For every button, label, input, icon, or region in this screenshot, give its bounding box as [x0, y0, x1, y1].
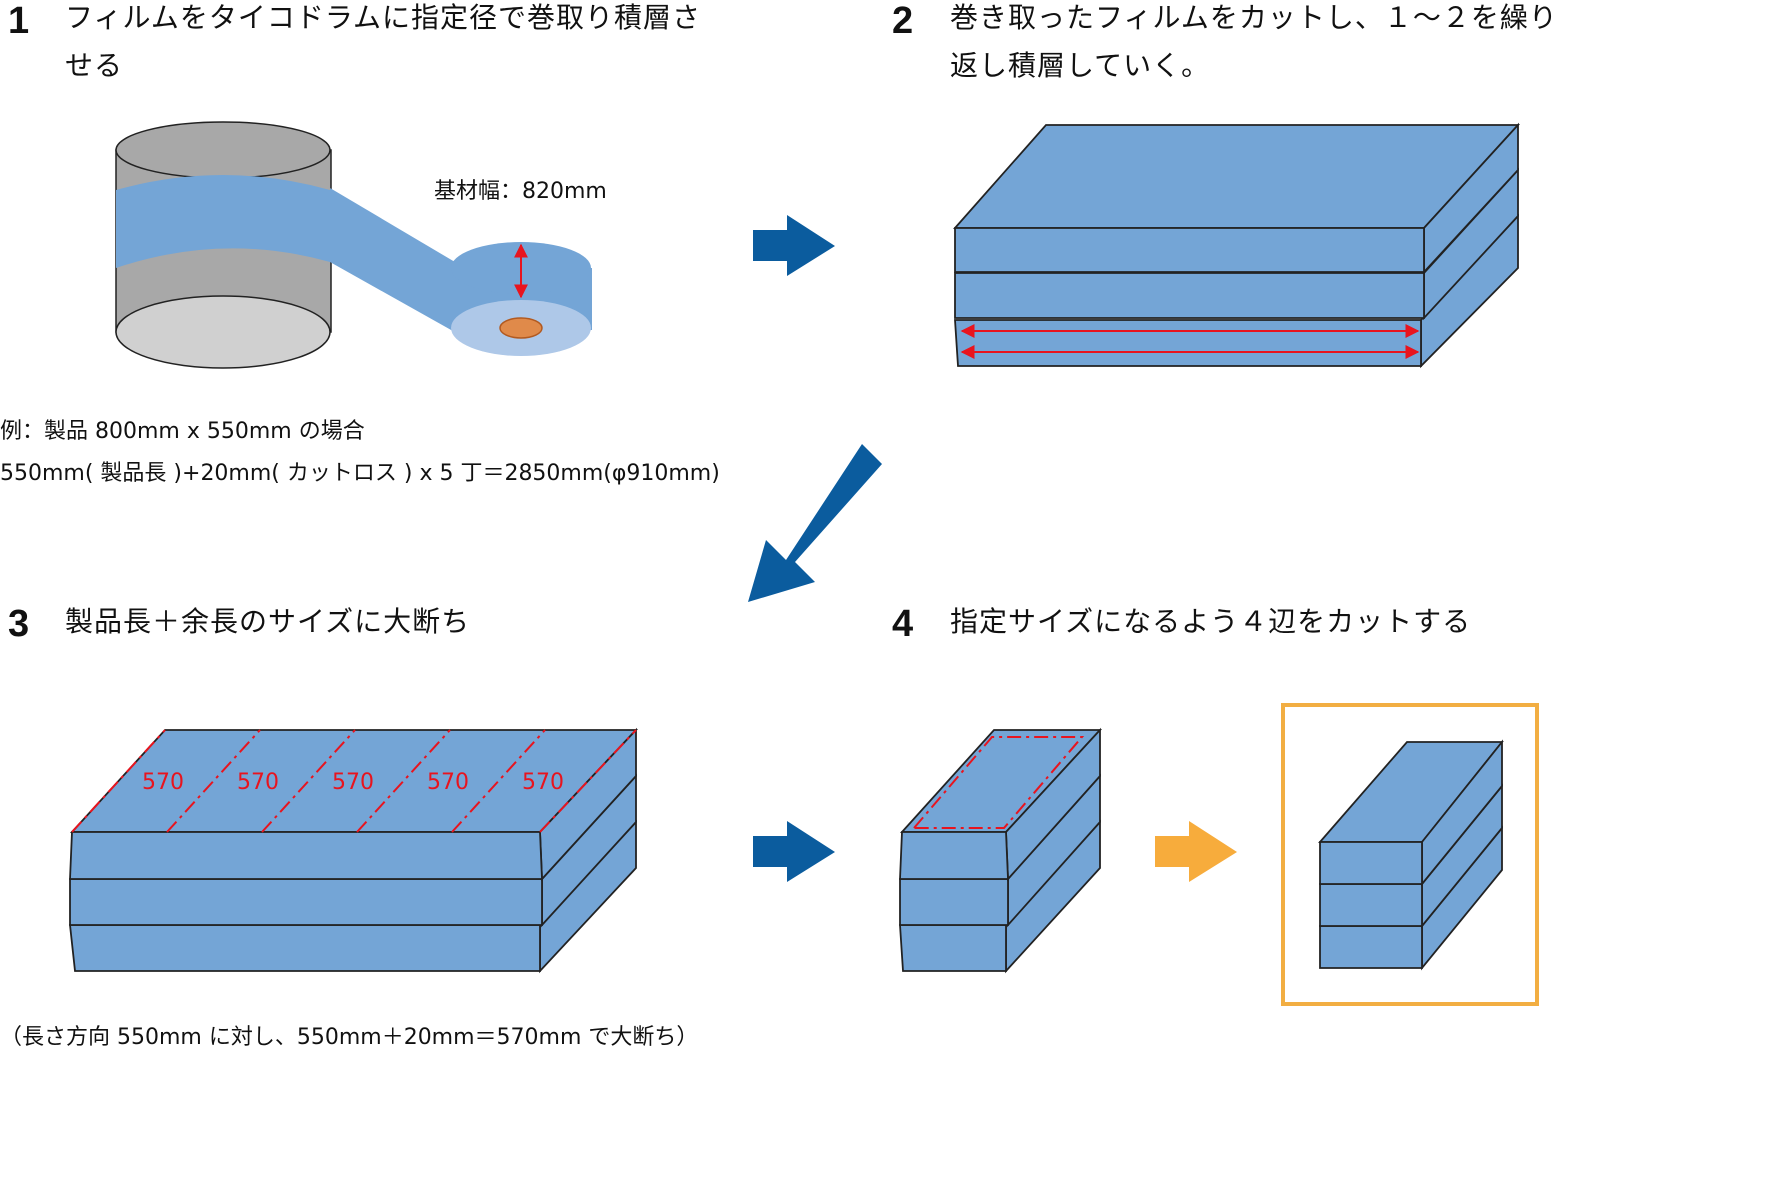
slab-middle-front [954, 272, 1425, 319]
trim-outline [911, 736, 1085, 829]
base-width-label: 基材幅：820mm [434, 179, 607, 204]
cut-segment-label: 570 [427, 770, 469, 795]
cut-lines-step3 [71, 729, 637, 833]
slab-top-face [953, 124, 1521, 229]
stacked-slabs-step2 [953, 122, 1521, 369]
arrow-right-icon [1155, 821, 1237, 882]
cut-segment-label: 570 [332, 770, 374, 795]
example-note-line1: 例：製品 800mm x 550mm の場合 [0, 419, 365, 444]
final-top-front [1319, 841, 1423, 885]
final-product-frame [1281, 703, 1539, 1006]
final-product-block [1318, 739, 1504, 971]
cut-segment-label: 570 [142, 770, 184, 795]
film-band-on-drum [116, 175, 330, 268]
cut-segment-label: 570 [522, 770, 564, 795]
film-strip [330, 188, 460, 335]
roll-core [499, 317, 543, 339]
final-middle-front [1319, 883, 1423, 927]
drum-illustration [115, 121, 332, 369]
block-middle-front [899, 878, 1009, 926]
step-1-text: フィルムをタイコドラムに指定径で巻取り積層させる [65, 1, 702, 82]
film-roll [451, 242, 592, 356]
slab-bottom-front [954, 319, 1422, 367]
step-4-number: 4 [892, 603, 914, 645]
drum-bottom [115, 295, 331, 369]
arrow-right-icon [753, 215, 835, 276]
cut-segment-labels: 570 570 570 570 570 [142, 770, 564, 795]
step-1-number: 1 [8, 0, 30, 42]
stacked-block-untrimmed [899, 727, 1103, 974]
bottom-note: （長さ方向 550mm に対し、550mm＋20mm＝570mm で大断ち） [0, 1025, 699, 1050]
block-top-front [899, 831, 1009, 880]
block-bottom-front [899, 924, 1007, 972]
step-2-text: 巻き取ったフィルムをカットし、１〜２を繰り返し積層していく。 [950, 1, 1558, 82]
slab3-top-front [69, 831, 543, 880]
drum-top [115, 121, 331, 179]
slab-top-front [954, 227, 1425, 273]
arrow-right-icon [753, 821, 835, 882]
slab3-middle-front [69, 878, 543, 926]
example-note-line2: 550mm( 製品長 )+20mm( カットロス ) x 5 丁＝2850mm(… [0, 461, 720, 486]
step-3-number: 3 [8, 603, 30, 645]
step-3-text: 製品長＋余長のサイズに大断ち [65, 605, 471, 638]
arrow-down-left-icon [748, 444, 882, 602]
stacked-slabs-step3 [68, 727, 639, 974]
cut-segment-label: 570 [237, 770, 279, 795]
slab3-bottom-front [68, 924, 541, 972]
step-4-text: 指定サイズになるよう４辺をカットする [950, 605, 1472, 638]
final-bottom-front [1319, 925, 1423, 969]
step-2-number: 2 [892, 0, 914, 42]
